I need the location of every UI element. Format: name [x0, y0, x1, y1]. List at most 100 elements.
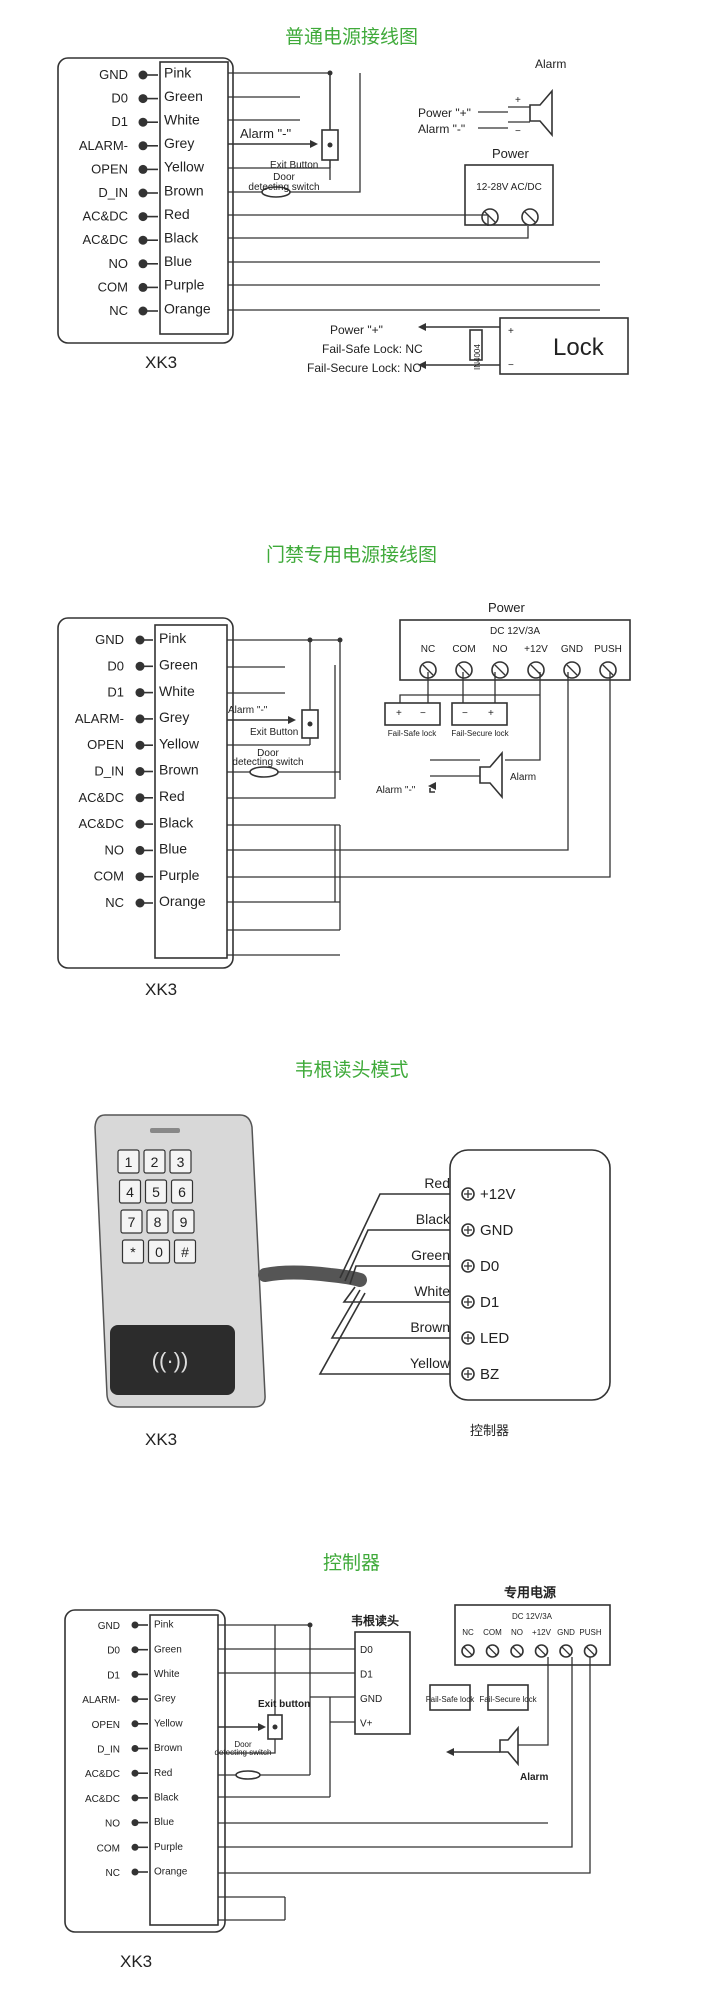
- fail-safe-label: Fail-Safe Lock: NC: [322, 342, 423, 356]
- keypad-key: [117, 1149, 140, 1174]
- keypad-key: [146, 1209, 169, 1234]
- fs-minus: −: [420, 708, 426, 719]
- keypad-key-label: 1: [125, 1154, 133, 1170]
- wire-color-label: Green: [159, 657, 198, 673]
- wire-color-label: Red: [159, 788, 185, 804]
- pin-label: AC&DC: [82, 232, 128, 247]
- reader-terminal-label: D1: [360, 1670, 373, 1681]
- wire-color-label: Brown: [154, 1743, 182, 1754]
- wire-color-label: Purple: [159, 867, 200, 883]
- controller-terminal-label: +12V: [480, 1186, 515, 1203]
- fail-secure-lock-label: Fail-Secure lock: [479, 1695, 537, 1704]
- pin-label: AC&DC: [78, 816, 124, 831]
- wire-color-label: Brown: [159, 762, 199, 778]
- pin-label: GND: [98, 1621, 120, 1632]
- terminal-label: GND: [561, 644, 583, 655]
- keypad-key: [172, 1209, 195, 1234]
- keypad-key: [170, 1179, 194, 1204]
- terminal-label: NC: [462, 1628, 474, 1637]
- wiegand-reader-box: [354, 1631, 411, 1735]
- pin-label: D1: [111, 114, 128, 129]
- keypad-key: [143, 1149, 166, 1174]
- door-switch-return: [290, 73, 361, 193]
- keypad-key-label: *: [130, 1244, 136, 1260]
- keypad-key: [147, 1239, 171, 1264]
- pin-label: NO: [105, 1819, 120, 1830]
- wire-color-label: Blue: [164, 253, 192, 269]
- reader-wire-label: Red: [424, 1175, 450, 1191]
- lock-label: Lock: [553, 334, 605, 361]
- fsc-plus: +: [488, 708, 494, 719]
- reader-wire-label: Brown: [410, 1319, 450, 1335]
- supply-label: DC 12V/3A: [490, 626, 540, 637]
- controller-terminal-label: LED: [480, 1330, 509, 1347]
- alarm-speaker-icon: [529, 88, 553, 138]
- lock-box: [499, 317, 629, 375]
- title-wiegand-mode: 韦根读头模式: [294, 1059, 409, 1081]
- power-label: Power: [488, 600, 526, 615]
- alarm-plus: +: [515, 95, 521, 106]
- alarm-speaker-icon: [499, 1725, 519, 1767]
- controller-terminal-label: GND: [480, 1222, 514, 1239]
- wire-color-label: Brown: [164, 182, 204, 198]
- lock-power-label: Power "+": [330, 323, 383, 337]
- wire-color-label: Pink: [154, 1620, 174, 1631]
- pin-label: OPEN: [87, 737, 124, 752]
- lock-minus: −: [508, 360, 514, 371]
- door-switch-label: detecting switch: [248, 182, 319, 193]
- controller-box: [449, 1149, 611, 1401]
- wire-color-label: Green: [164, 88, 203, 104]
- wire-color-label: Pink: [164, 64, 192, 80]
- keypad-key: [169, 1149, 192, 1174]
- alarm-label: Alarm: [520, 1772, 548, 1783]
- reader-terminal-label: D0: [360, 1645, 373, 1656]
- alarm-neg-label: Alarm "-": [228, 705, 268, 716]
- pin-label: D0: [107, 1646, 120, 1657]
- pin-label: D1: [107, 1670, 120, 1681]
- wire-color-label: White: [154, 1669, 180, 1680]
- wire-color-label: Yellow: [164, 159, 205, 175]
- keypad-key-label: 2: [151, 1154, 159, 1170]
- keypad-key: [121, 1239, 145, 1264]
- pin-label: AC&DC: [85, 1794, 120, 1805]
- pin-label: NO: [109, 256, 129, 271]
- wire-color-label: White: [159, 683, 195, 699]
- reader-wire: [342, 1286, 462, 1303]
- reader-wire-label: Black: [416, 1211, 451, 1227]
- fs-plus: +: [396, 708, 402, 719]
- pin-label: D_IN: [97, 1745, 120, 1756]
- device-label: XK3: [120, 1952, 152, 1971]
- wire-color-label: Orange: [164, 300, 211, 316]
- wire-color-label: Yellow: [154, 1718, 183, 1729]
- rfid-icon: ((·)): [152, 1348, 189, 1373]
- wire-list: PinkGreenWhiteGreyYellowBrownRedBlackBlu…: [154, 1620, 188, 1878]
- keypad-key-label: #: [181, 1244, 189, 1260]
- wire-color-label: Pink: [159, 630, 187, 646]
- pin-label: COM: [94, 869, 124, 884]
- wire-color-label: Purple: [154, 1842, 183, 1853]
- controller-terminal-label: D1: [480, 1294, 499, 1311]
- wire-color-label: Black: [159, 814, 194, 830]
- pin-label: AC&DC: [85, 1769, 120, 1780]
- pin-label: AC&DC: [78, 790, 124, 805]
- door-label: Door: [273, 172, 295, 183]
- pin-label: COM: [97, 1843, 120, 1854]
- reader-wire: [349, 1265, 462, 1285]
- supply-label: 12-28V AC/DC: [476, 182, 542, 193]
- wire-color-label: Black: [164, 229, 199, 245]
- wire-panel: [159, 61, 229, 335]
- wire-list: PinkGreenWhiteGreyYellowBrownRedBlackBlu…: [164, 64, 211, 316]
- terminal-label: PUSH: [579, 1628, 601, 1637]
- pin-label: D0: [111, 91, 128, 106]
- pin-label: NC: [105, 895, 124, 910]
- rfid-reader-area: [110, 1325, 235, 1395]
- terminal-label: NO: [511, 1628, 523, 1637]
- power-supply-box: [399, 619, 631, 681]
- wire-color-label: Blue: [159, 841, 187, 857]
- terminal-label: COM: [483, 1628, 502, 1637]
